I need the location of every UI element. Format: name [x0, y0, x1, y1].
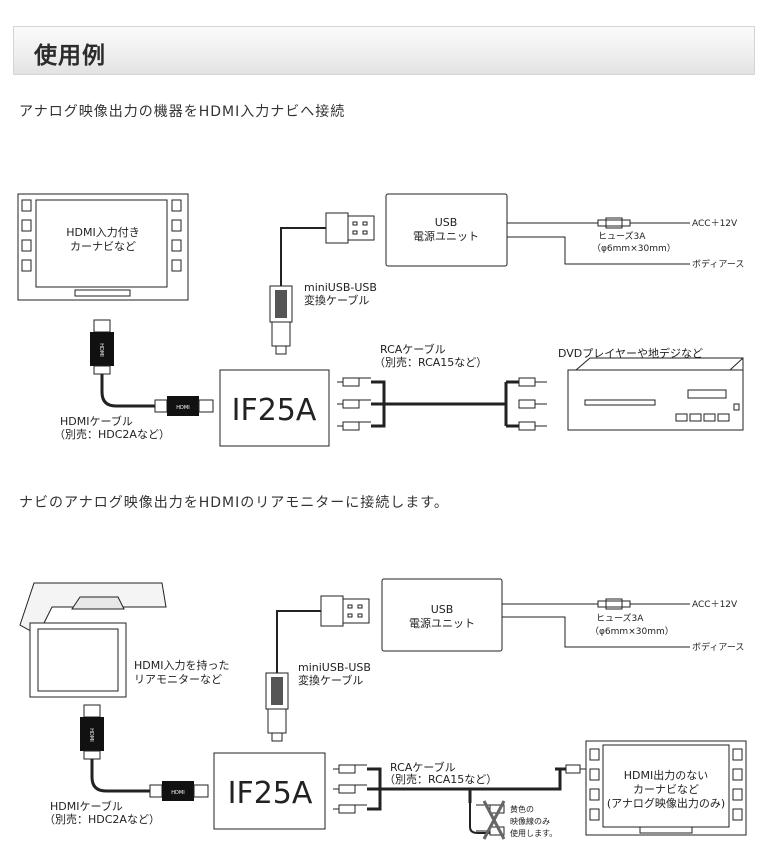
hdmi-connector-horizontal — [154, 396, 214, 416]
source-label: DVDプレイヤーや地デジなど — [558, 346, 703, 360]
miniusb-label-line2: 変換ケーブル — [298, 673, 363, 687]
note-line3: 使用します。 — [510, 828, 557, 838]
hdmi-logo-vertical: HDMI — [98, 343, 104, 356]
monitor-label-line1: HDMI入力を持った — [134, 658, 229, 672]
example-2-caption: ナビのアナログ映像出力をHDMIのリアモニターに接続します。 — [19, 495, 449, 511]
dvd-player — [567, 357, 744, 431]
rca-plugs-right — [518, 377, 547, 431]
fuse-label-line2: （φ6mm×30mm） — [592, 243, 676, 254]
hdmi-cable-label-line2: （別売：HDC2Aなど） — [54, 428, 170, 441]
rca-plugs-left — [337, 377, 371, 431]
body-earth-label: ボディアース — [692, 641, 744, 653]
fuse-label-line1: ヒューズ3A — [598, 230, 646, 242]
acc-label: ACC＋12V — [692, 218, 738, 229]
note-line1: 黄色の — [510, 804, 534, 814]
fuse-icon — [597, 598, 631, 610]
rca-label-line1: RCAケーブル — [390, 760, 456, 774]
usb-plug-icon — [325, 212, 375, 244]
navi-label-line1: HDMI出力のない — [624, 768, 708, 782]
example-1-diagram: HDMI入力付き カーナビなど USB 電源ユニット ACC＋12V ヒューズ3… — [17, 193, 744, 447]
usb-unit-label-line2: 電源ユニット — [413, 229, 479, 243]
hdmi-connector-horizontal — [149, 781, 209, 801]
miniusb-label-line2: 変換ケーブル — [304, 293, 369, 307]
hdmi-logo: HDMI — [176, 405, 189, 411]
hdmi-connector-vertical — [80, 704, 104, 760]
usb-power-unit — [385, 193, 508, 267]
if25a-label: IF25A — [232, 393, 317, 428]
navi-monitor — [17, 193, 189, 301]
section-title: 使用例 — [34, 43, 106, 69]
miniusb-label-line1: miniUSB-USB — [304, 281, 377, 294]
rca-plugs-left — [333, 764, 367, 814]
rca-label-line2: （別売：RCA15など） — [374, 356, 487, 369]
rca-label-line2: （別売：RCA15など） — [384, 773, 497, 786]
hdmi-connector-vertical — [90, 319, 114, 375]
usb-unit-label-line1: USB — [431, 603, 454, 616]
fuse-icon — [597, 217, 631, 229]
navi-label-line3: (アナログ映像出力のみ) — [607, 796, 725, 810]
usb-plug-icon — [320, 595, 370, 627]
hdmi-cable-label-line1: HDMIケーブル — [60, 414, 133, 428]
if25a-device — [219, 369, 330, 447]
body-earth-label: ボディアース — [692, 258, 744, 270]
hdmi-logo-vertical: HDMI — [88, 728, 94, 741]
example-2-diagram: HDMI入力を持った リアモニターなど USB 電源ユニット ACC＋12V ヒ… — [19, 578, 747, 840]
miniusb-connector — [269, 285, 293, 355]
unused-rca-plugs — [476, 800, 506, 840]
monitor-label-line2: リアモニターなど — [134, 673, 222, 686]
miniusb-label-line1: miniUSB-USB — [298, 661, 371, 674]
acc-label: ACC＋12V — [692, 599, 738, 610]
rca-label-line1: RCAケーブル — [380, 342, 446, 356]
navi-monitor — [585, 740, 747, 836]
if25a-device — [213, 752, 326, 830]
hdmi-cable-label-line2: （別売：HDC2Aなど） — [44, 813, 160, 826]
rear-monitor — [19, 582, 167, 698]
monitor-label-line2: カーナビなど — [70, 240, 136, 253]
hdmi-logo: HDMI — [171, 790, 184, 796]
if25a-label: IF25A — [228, 776, 313, 811]
section-header: 使用例 — [13, 26, 755, 75]
miniusb-connector — [265, 672, 289, 742]
monitor-label-line1: HDMI入力付き — [66, 226, 139, 239]
usb-unit-label-line2: 電源ユニット — [409, 616, 475, 630]
hdmi-cable-label-line1: HDMIケーブル — [50, 799, 123, 813]
example-1-caption: アナログ映像出力の機器をHDMI入力ナビへ接続 — [19, 104, 346, 120]
usb-unit-label-line1: USB — [435, 216, 458, 229]
fuse-label-line2: （φ6mm×30mm） — [590, 626, 674, 637]
usb-power-unit — [381, 578, 503, 652]
navi-label-line2: カーナビなど — [633, 783, 699, 796]
fuse-label-line1: ヒューズ3A — [596, 612, 644, 624]
note-line2: 映像線のみ — [510, 816, 550, 826]
